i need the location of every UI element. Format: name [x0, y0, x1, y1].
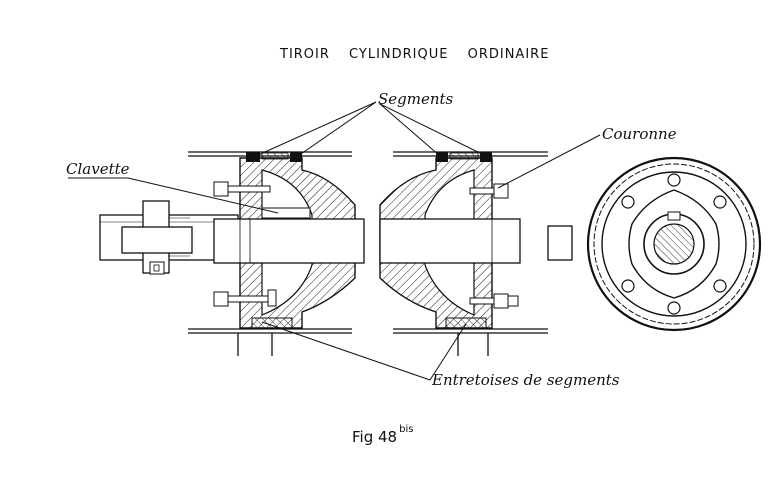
left-spool	[99, 152, 365, 330]
label-clavette: Clavette	[66, 160, 130, 178]
figure-title: TIROIR CYLINDRIQUE ORDINAIRE	[280, 47, 550, 62]
label-segments: Segments	[378, 90, 454, 108]
figure-caption-main: Fig 48	[352, 428, 398, 446]
end-view-crown	[586, 156, 762, 332]
right-spool	[379, 152, 573, 330]
figure-caption-sup: bis	[399, 424, 414, 435]
leader-lines	[68, 101, 601, 381]
label-entretoises: Entretoises de segments	[432, 371, 620, 389]
label-couronne: Couronne	[602, 125, 677, 143]
